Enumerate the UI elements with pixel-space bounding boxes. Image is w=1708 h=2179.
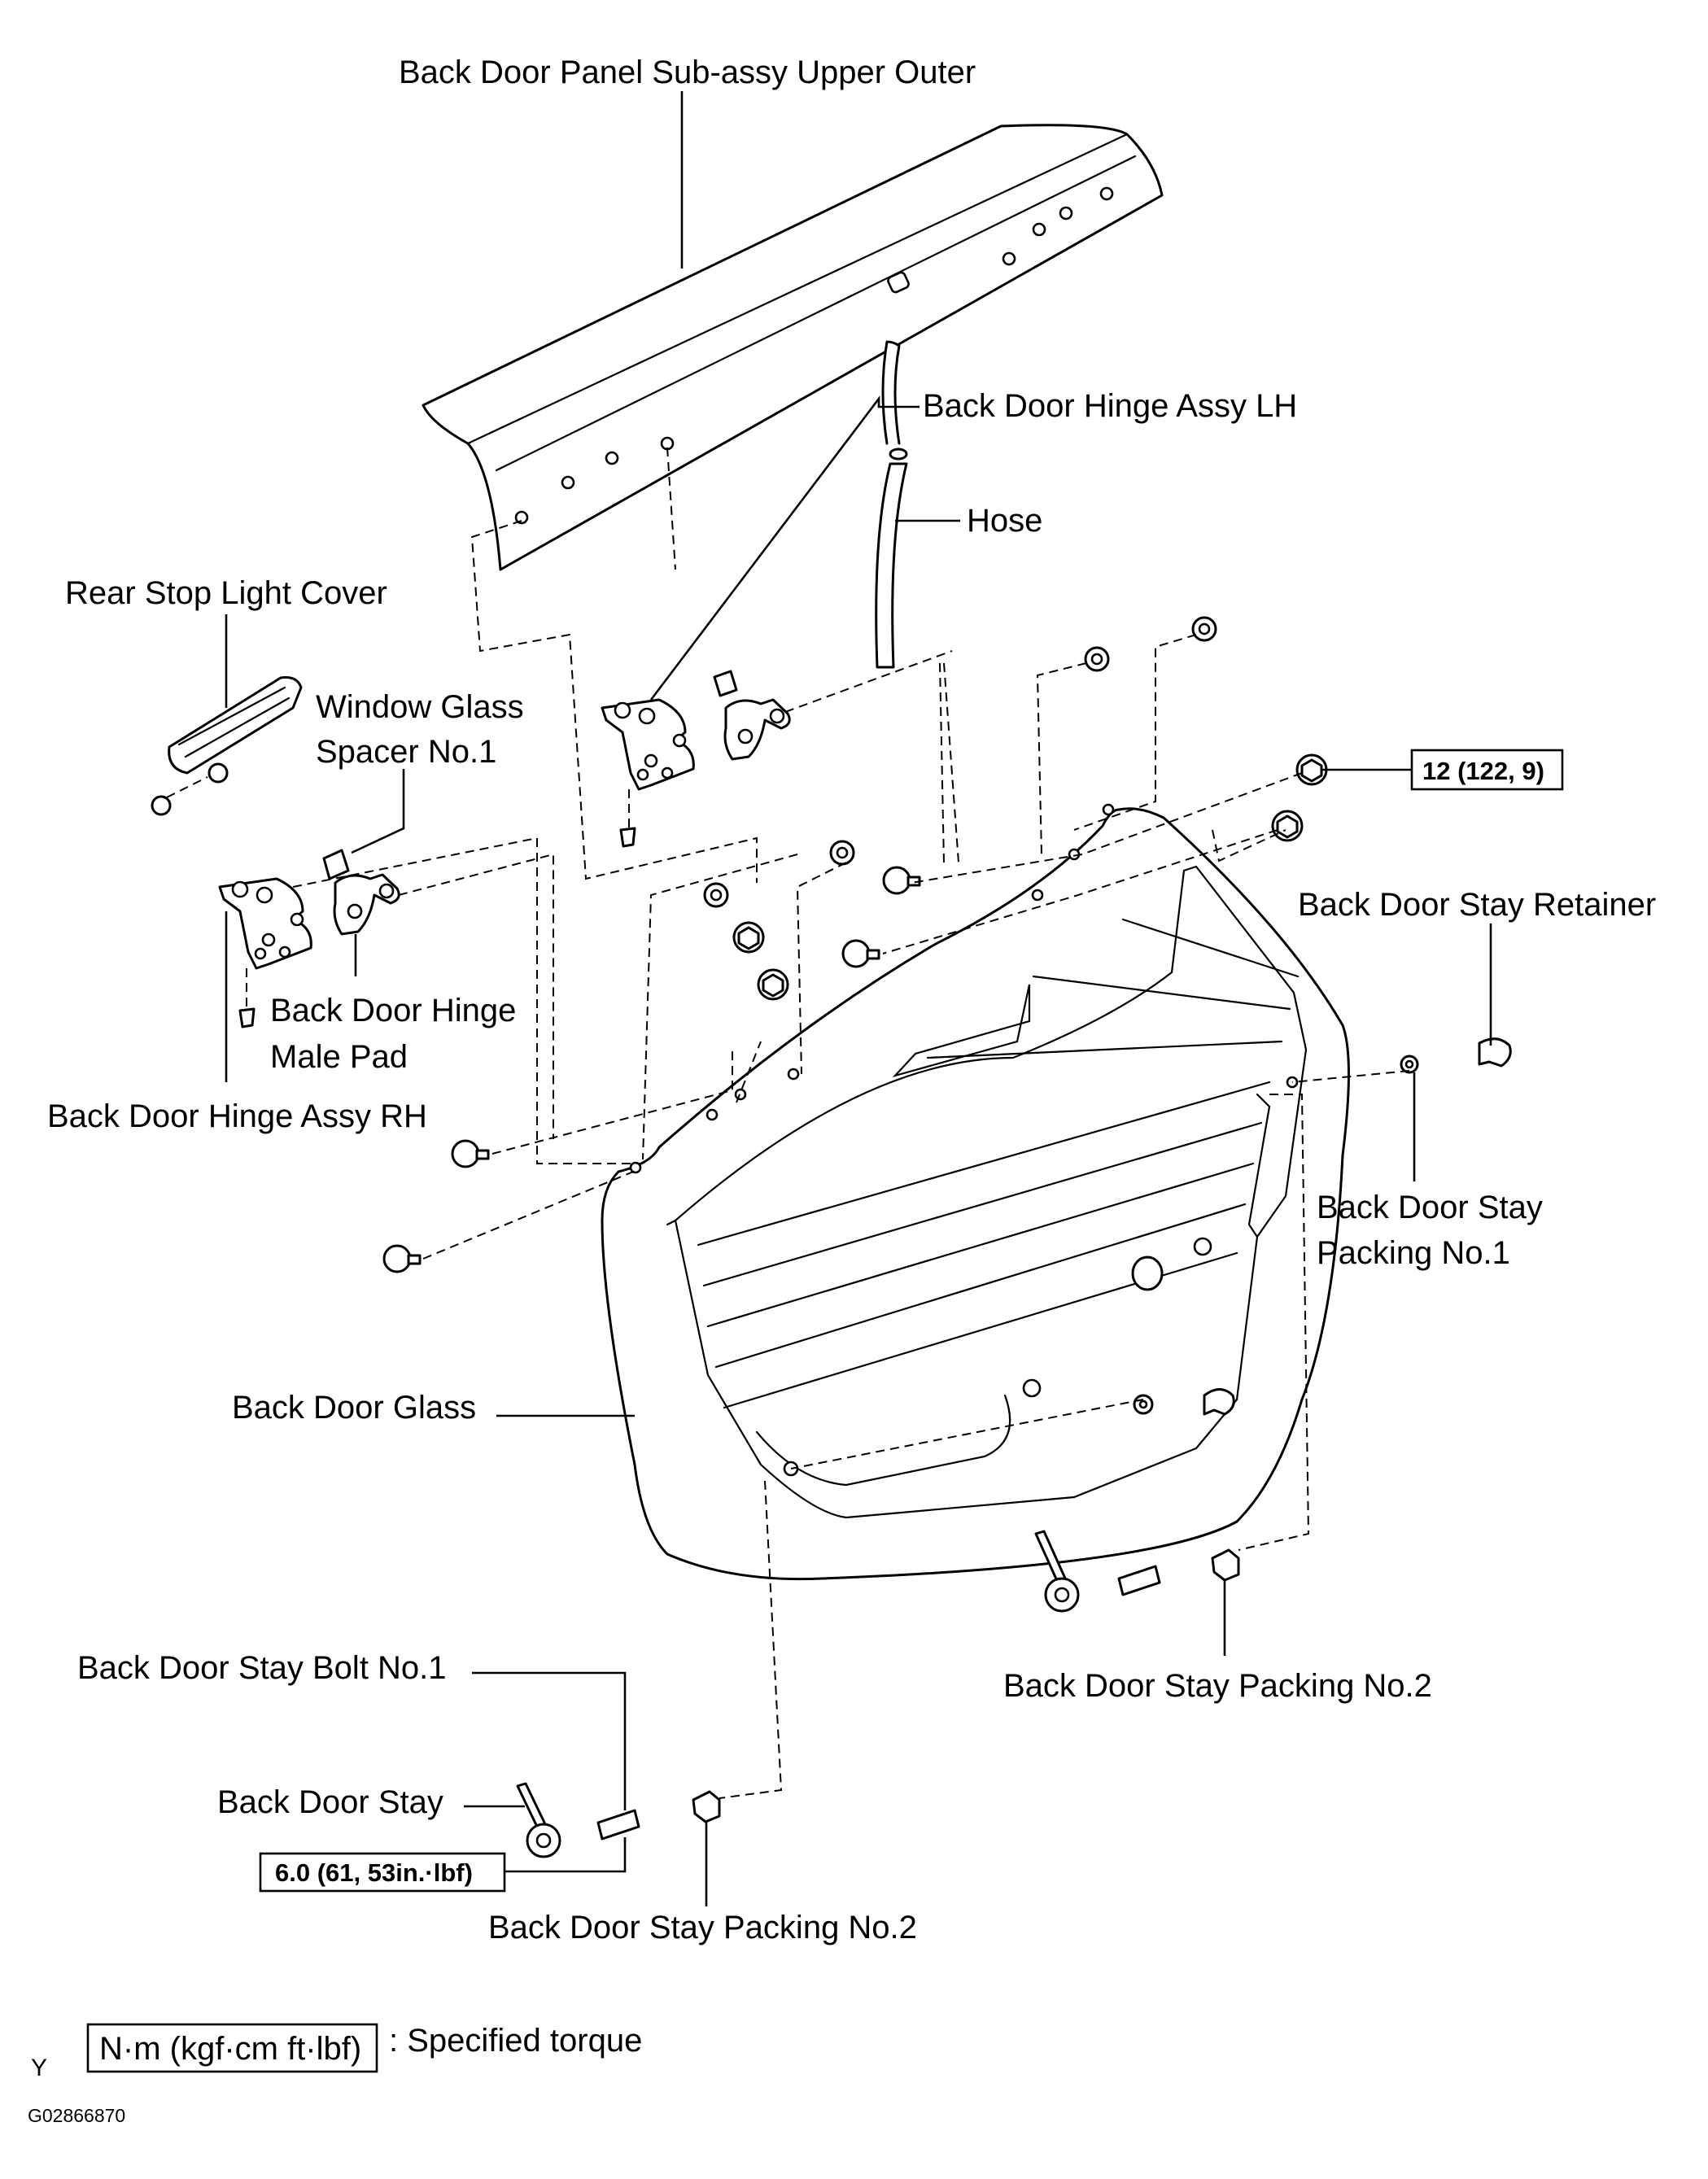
label-stay-bolt-no1: Back Door Stay Bolt No.1 [77,1650,447,1686]
back-door-glass [601,803,1350,1581]
torque-legend: N·m (kgf·cm ft·lbf) : Specified torque [86,2023,642,2073]
alignment-lines [292,447,1410,1799]
back-door-hinge-male-pad [333,873,400,936]
rear-stop-light-cover [151,676,303,816]
label-hinge-lh: Back Door Hinge Assy LH [923,388,1297,424]
label-hinge-male-pad-line2: Male Pad [270,1039,408,1075]
label-window-glass-spacer-line1: Window Glass [316,689,524,725]
hose [875,340,908,669]
back-door-panel-upper-outer [422,124,1164,571]
back-door-stays [516,1530,1240,1858]
torque-spec-stay-bolt: 6.0 (61, 53in.·lbf) [259,1852,506,1893]
fasteners [382,616,1512,1416]
label-hinge-rh: Back Door Hinge Assy RH [47,1098,427,1134]
label-panel-upper-outer: Back Door Panel Sub-assy Upper Outer [399,55,976,90]
label-stay-packing-no2-bottom: Back Door Stay Packing No.2 [488,1910,917,1945]
label-stay-packing-no2-right: Back Door Stay Packing No.2 [1003,1668,1432,1704]
legend-unit-box: N·m (kgf·cm ft·lbf) [99,2031,361,2067]
back-door-hinge-assy-lh [601,670,791,848]
part-labels: Back Door Panel Sub-assy Upper Outer Bac… [47,55,1656,1945]
label-back-door-stay: Back Door Stay [217,1784,443,1820]
footer-letter: Y [31,2055,47,2081]
legend-description: : Specified torque [389,2023,642,2059]
window-glass-spacer-no1 [322,849,350,880]
back-door-hinge-assy-rh [218,877,312,1028]
figure-footer: Y G02866870 [28,2055,125,2126]
torque-spec-hinge-nut: 12 (122, 9) [1410,749,1564,791]
label-hose: Hose [967,503,1042,539]
label-window-glass-spacer-line2: Spacer No.1 [316,734,496,770]
label-stay-retainer: Back Door Stay Retainer [1298,887,1656,923]
label-stay-packing-no1-line1: Back Door Stay [1317,1190,1543,1225]
leader-lines [225,91,1492,1906]
torque-value-stay-bolt: 6.0 (61, 53in.·lbf) [275,1858,473,1887]
label-back-door-glass: Back Door Glass [232,1390,476,1426]
label-hinge-male-pad-line1: Back Door Hinge [270,993,516,1028]
torque-value-hinge-nut: 12 (122, 9) [1422,757,1544,785]
label-stay-packing-no1-line2: Packing No.1 [1317,1235,1510,1271]
label-rear-stop-light-cover: Rear Stop Light Cover [65,575,387,611]
figure-code: G02866870 [28,2105,125,2126]
